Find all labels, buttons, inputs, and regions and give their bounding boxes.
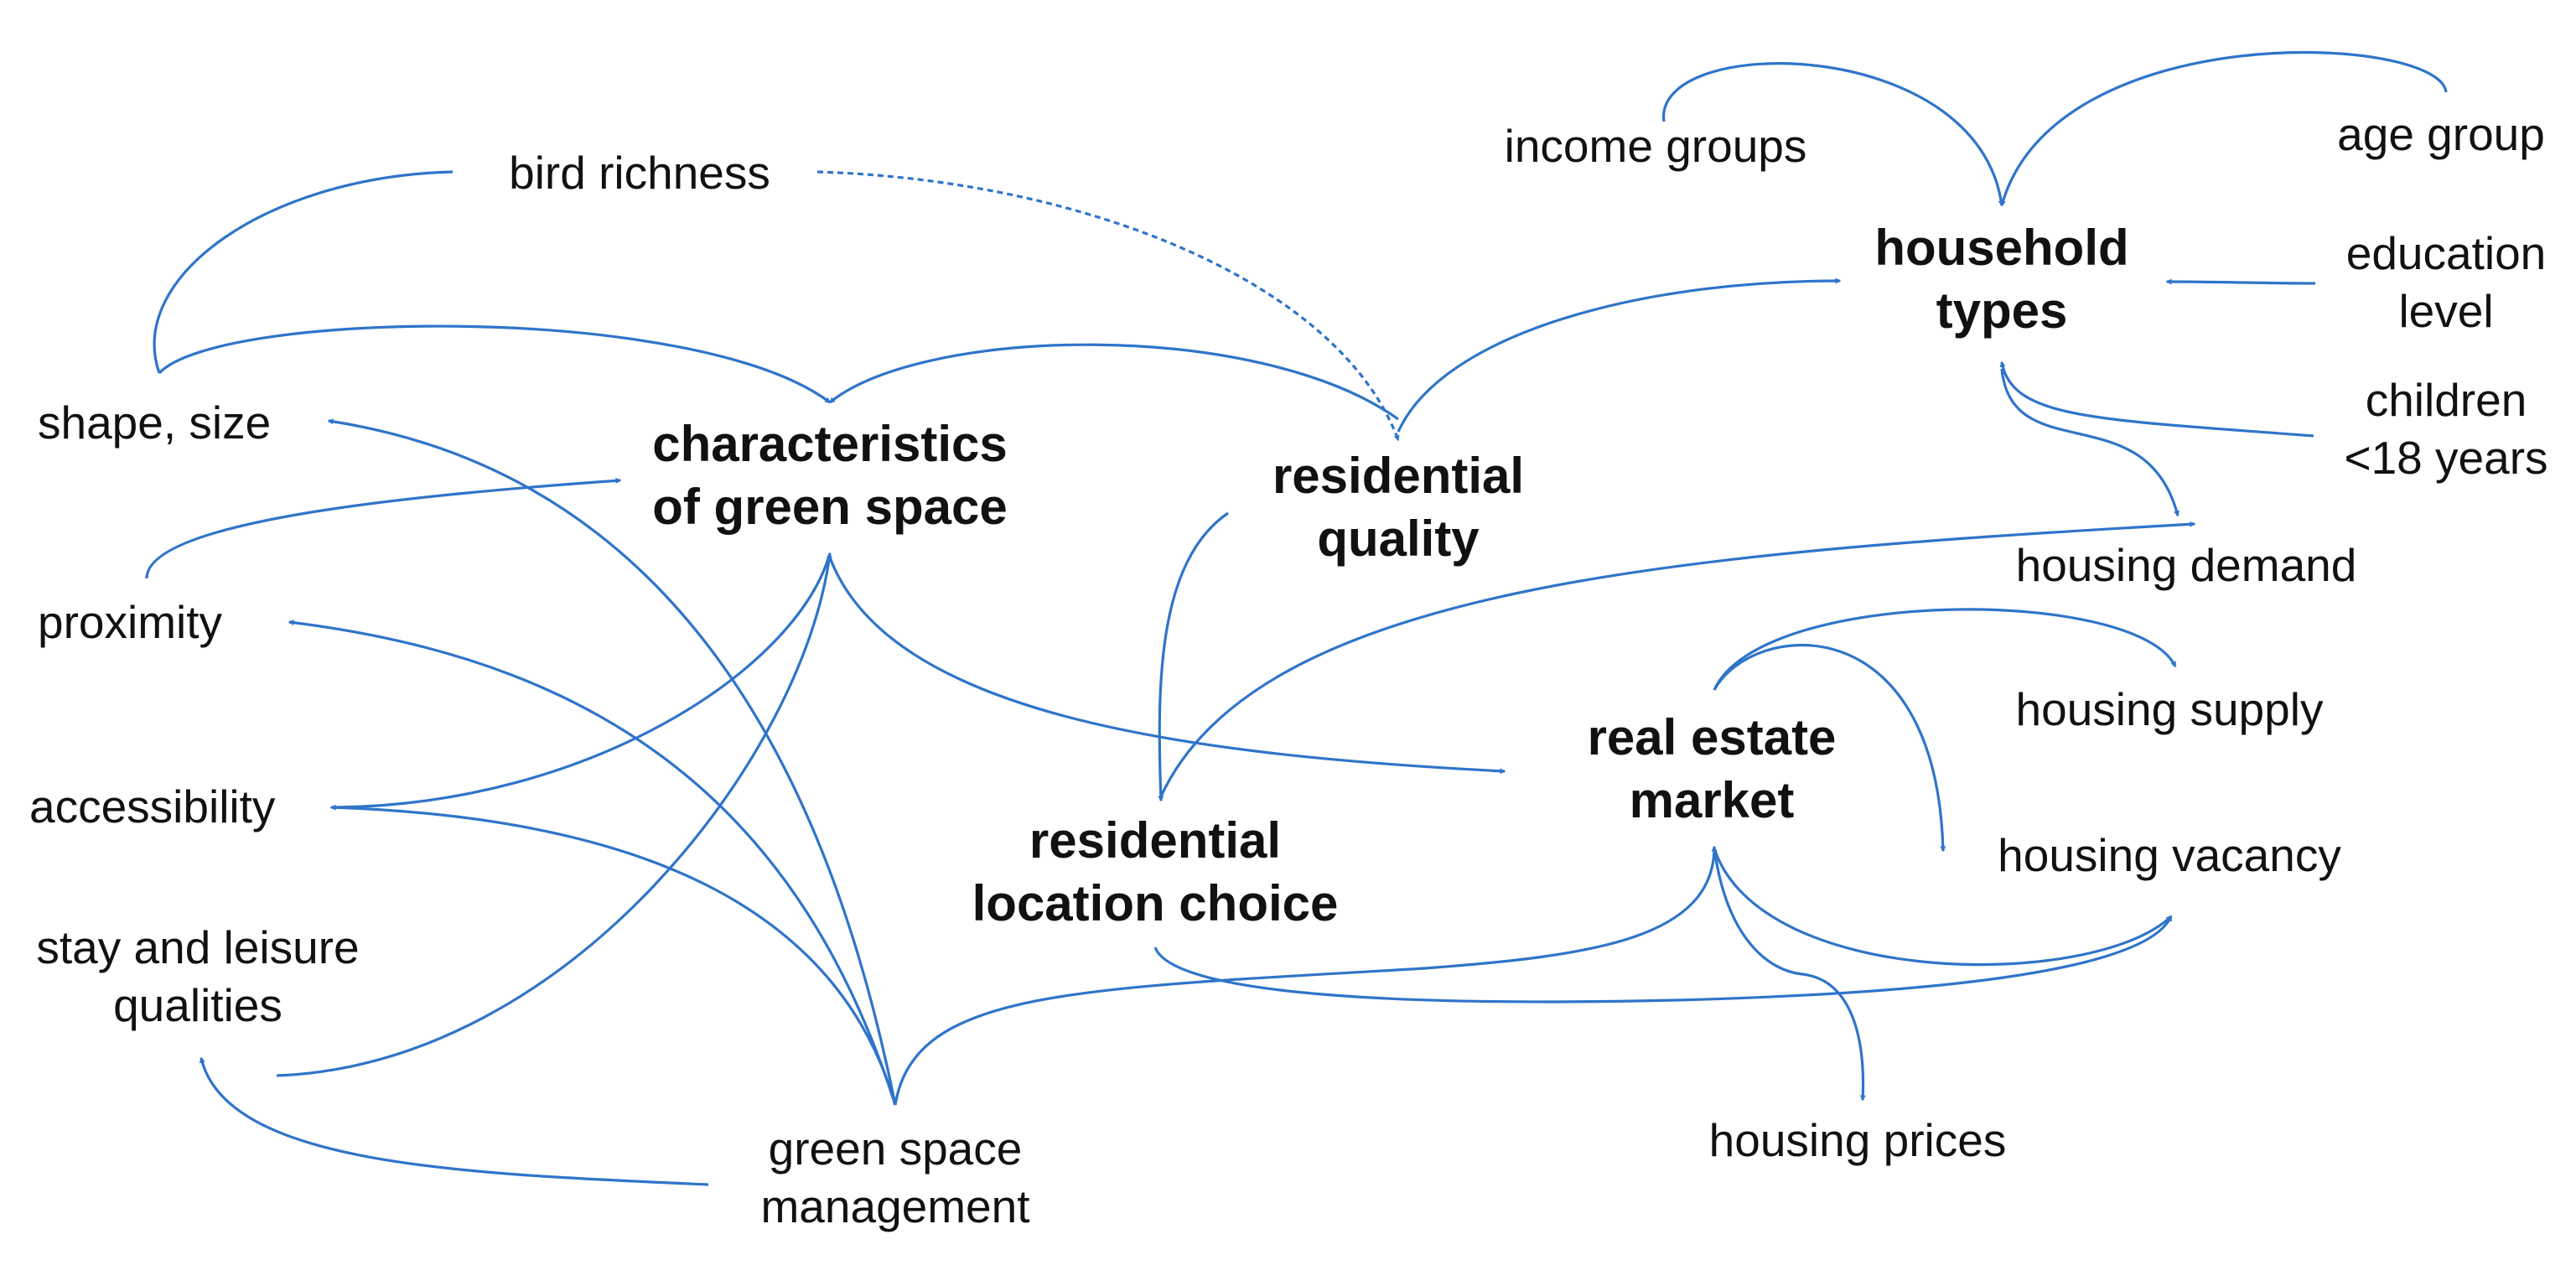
node-residential-quality: residential quality	[1272, 444, 1524, 570]
arrow-management-to-shapesize	[327, 418, 897, 1106]
education-level-line-2: level	[2398, 284, 2494, 337]
arrow-realestatemarket-to-housingprices	[1713, 848, 1866, 1102]
arrow-shapesize-birdrichness	[153, 170, 454, 374]
arrow-residentialquality-to-locationchoice	[1158, 511, 1229, 802]
node-shape-size: shape, size	[38, 397, 272, 449]
arrow-management-to-accessibility	[329, 804, 897, 1106]
node-housing-prices: housing prices	[1708, 1114, 2007, 1166]
management-line-2: management	[760, 1180, 1030, 1232]
location-choice-line-2: location choice	[972, 875, 1339, 931]
arrow-locationchoice-to-housingvacancy	[1153, 915, 2173, 1004]
children-line-1: children	[2365, 374, 2527, 426]
node-housing-demand: housing demand	[2015, 539, 2357, 591]
node-age-group: age group	[2337, 108, 2545, 160]
node-green-space-management: green space management	[760, 1120, 1029, 1236]
node-income-groups: income groups	[1504, 120, 1807, 172]
node-education-level: education level	[2346, 225, 2547, 340]
stay-leisure-line-1: stay and leisure	[36, 921, 360, 973]
real-estate-market-line-1: real estate	[1587, 709, 1837, 765]
node-proximity: proximity	[38, 596, 223, 648]
arrow-residentialquality-to-characteristics	[828, 343, 1399, 421]
real-estate-market-line-2: market	[1629, 772, 1795, 828]
node-housing-supply: housing supply	[2015, 683, 2324, 735]
residential-quality-line-2: quality	[1317, 511, 1480, 567]
node-children: children <18 years	[2344, 371, 2547, 487]
arrow-incomegroups-to-householdtypes	[1662, 62, 2004, 207]
residential-quality-line-1: residential	[1272, 448, 1525, 504]
arrow-proximity-to-characteristics	[145, 477, 622, 579]
arrow-characteristics-to-realestatemarket	[828, 557, 1506, 775]
location-choice-line-1: residential	[1029, 812, 1282, 869]
education-level-line-1: education	[2345, 227, 2547, 279]
node-real-estate-market: real estate market	[1588, 706, 1837, 832]
arrow-birdrichness-to-residentialquality-dashed	[816, 170, 1400, 442]
node-accessibility: accessibility	[29, 781, 276, 832]
arrow-realestatemarket-to-housingvacancy-lower	[1713, 848, 2173, 967]
arrow-educationlevel-to-householdtypes	[2165, 278, 2316, 285]
children-line-2: <18 years	[2344, 431, 2548, 484]
arrow-householdtypes-to-housingdemand	[2000, 368, 2179, 517]
node-residential-location-choice: residential location choice	[972, 809, 1339, 935]
management-line-1: green space	[768, 1123, 1023, 1175]
arrow-residentialquality-to-householdtypes	[1397, 277, 1842, 433]
arrow-realestatemarket-to-housingsupply	[1713, 608, 2177, 691]
arrow-shapesize-to-characteristics	[158, 324, 832, 404]
stay-leisure-line-2: qualities	[113, 978, 282, 1031]
arrow-characteristics-to-accessibility	[334, 552, 832, 809]
node-characteristics-of-green-space: characteristics of green space	[652, 412, 1008, 538]
characteristics-line-1: characteristics	[652, 416, 1008, 472]
arrow-management-to-stayleisure	[199, 1056, 709, 1186]
arrow-management-to-realestatemarket	[894, 845, 1718, 1106]
household-types-line-2: types	[1936, 283, 2068, 339]
arrow-realestatemarket-to-housingvacancy-upper	[1713, 644, 1946, 853]
characteristics-line-2: of green space	[652, 479, 1008, 535]
node-stay-and-leisure-qualities: stay and leisure qualities	[36, 919, 359, 1035]
arrow-stayleisure-to-characteristics	[276, 552, 832, 1077]
node-household-types: household types	[1874, 216, 2128, 342]
arrow-locationchoice-to-housingdemand	[1159, 521, 2196, 797]
arrow-management-to-proximity	[288, 620, 897, 1106]
node-housing-vacancy: housing vacancy	[1998, 829, 2341, 881]
household-types-line-1: household	[1874, 220, 2129, 276]
arrow-children-to-householdtypes	[1999, 360, 2314, 438]
node-bird-richness: bird richness	[509, 147, 770, 199]
arrow-agegroup-to-householdtypes	[2000, 50, 2448, 207]
